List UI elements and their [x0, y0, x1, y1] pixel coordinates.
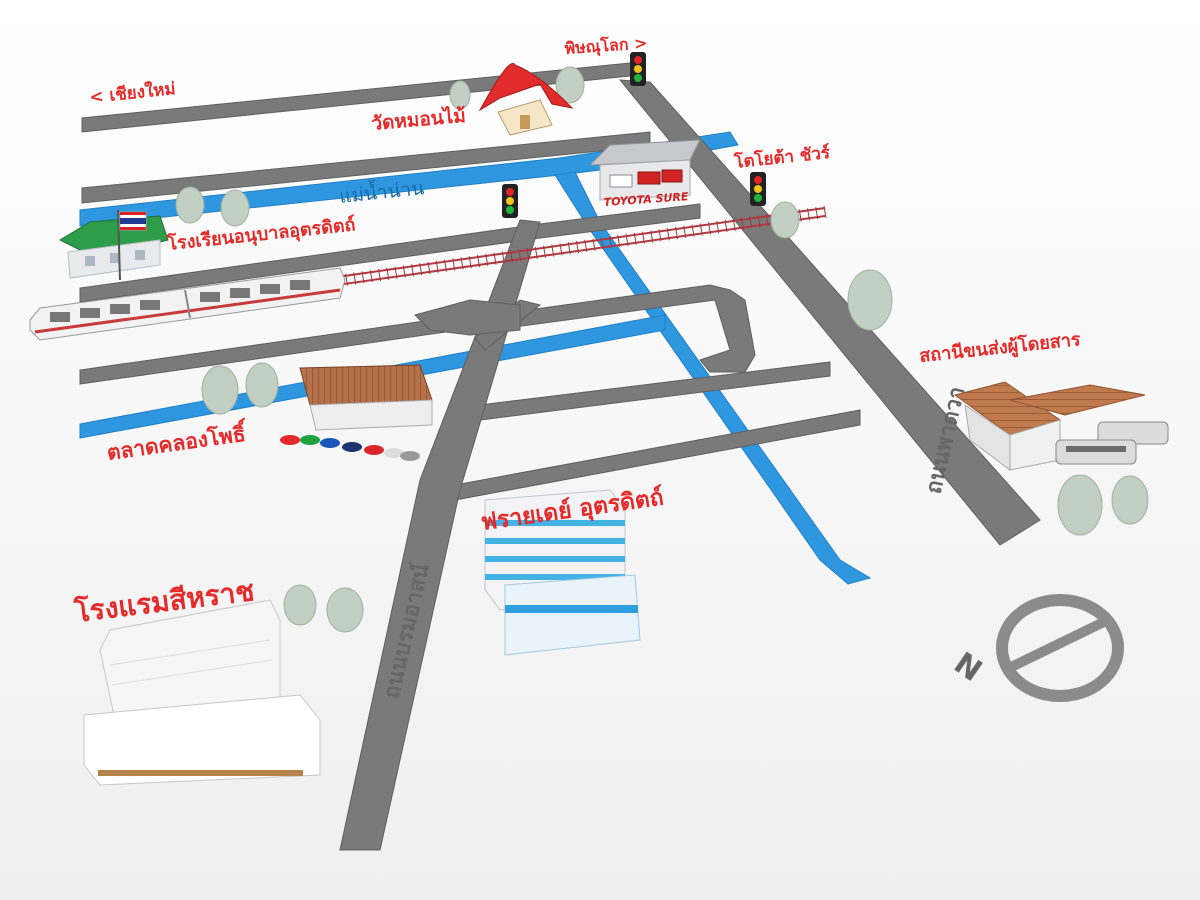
- road-borom: [339, 219, 541, 851]
- market-building: [280, 364, 433, 461]
- rail-tie: [823, 205, 827, 219]
- rail-tie: [807, 208, 810, 221]
- umbrella-icon: [400, 451, 420, 461]
- rail-tie: [798, 209, 802, 222]
- bus-icon: [1055, 421, 1169, 465]
- rail-tie: [402, 265, 406, 278]
- rail-tie: [658, 229, 662, 242]
- railway: [329, 207, 826, 287]
- rail-tie: [452, 258, 456, 271]
- traffic-light-icon: [502, 184, 518, 218]
- rail-line-b: [329, 215, 826, 287]
- umbrella-icon: [320, 438, 340, 448]
- rail-tie: [732, 218, 736, 231]
- road-third: [79, 203, 701, 303]
- rail-tie: [617, 235, 621, 248]
- tree-icon: [770, 201, 800, 239]
- rail-tie: [666, 228, 670, 241]
- rail-tie: [724, 219, 728, 233]
- rail-tie: [815, 207, 819, 220]
- rail-tie: [353, 272, 357, 285]
- rail-line-a: [329, 207, 826, 279]
- bus-station: [953, 381, 1169, 471]
- rail-tie: [369, 270, 373, 283]
- rail-tie: [394, 266, 398, 279]
- traffic-lights: [502, 52, 766, 218]
- traffic-light-icon: [630, 52, 646, 86]
- rail-tie: [468, 256, 472, 269]
- hotel-building: [83, 599, 321, 786]
- tree-icon: [175, 186, 250, 227]
- rail-tie: [460, 257, 464, 270]
- rail-tie: [699, 223, 703, 236]
- compass-icon: [996, 594, 1124, 702]
- rail-tie: [534, 246, 538, 259]
- rail-tie: [419, 263, 423, 276]
- rail-tie: [435, 260, 439, 273]
- rail-tie: [444, 259, 447, 272]
- rail-tie: [741, 217, 744, 230]
- rail-tie: [749, 216, 753, 229]
- rail-tie: [378, 268, 381, 282]
- rail-tie: [485, 253, 489, 266]
- rail-tie: [559, 243, 563, 256]
- tree-icon: [283, 584, 364, 633]
- rail-tie: [600, 237, 604, 250]
- tree-icon: [201, 362, 279, 415]
- train-icon: [29, 267, 346, 341]
- road-roundabout: [414, 299, 521, 336]
- rail-tie: [543, 245, 546, 258]
- rail-tie: [510, 250, 513, 263]
- tree-icon: [847, 269, 893, 331]
- rail-tie: [650, 230, 654, 243]
- rail-tie: [633, 232, 637, 245]
- rail-tie: [518, 249, 522, 262]
- rail-tie: [691, 224, 695, 237]
- trees: [175, 66, 1149, 633]
- label-toyota-sign: TOYOTA SURE: [603, 190, 689, 209]
- school-building: [58, 209, 169, 281]
- rail-tie: [584, 239, 588, 252]
- market-umbrellas: [280, 435, 420, 461]
- rail-tie: [526, 247, 530, 261]
- rail-tie: [411, 264, 414, 277]
- rail-tie: [757, 215, 761, 228]
- rail-tie: [625, 233, 629, 247]
- rail-tie: [361, 271, 365, 284]
- road-loop: [469, 284, 756, 373]
- rail-tie: [567, 242, 571, 255]
- flag-icon: [117, 209, 147, 281]
- traffic-light-icon: [750, 172, 766, 206]
- rail-tie: [551, 244, 555, 257]
- umbrella-icon: [342, 442, 362, 452]
- temple-icon: [478, 63, 574, 136]
- rail-tie: [683, 225, 687, 238]
- friday-building: [484, 489, 641, 656]
- rail-tie: [716, 221, 720, 234]
- river-canal-diagonal: [554, 171, 872, 585]
- rail-tie: [477, 254, 480, 268]
- rail-tie: [501, 251, 505, 264]
- umbrella-icon: [364, 445, 384, 455]
- toyota-showroom: [588, 139, 701, 201]
- rail-tie: [642, 231, 645, 244]
- rail-ties: [328, 205, 827, 289]
- tree-icon: [449, 66, 585, 110]
- umbrella-icon: [300, 435, 320, 445]
- rail-tie: [345, 273, 348, 286]
- rail-tie: [675, 226, 678, 240]
- rail-tie: [427, 261, 431, 275]
- rail-tie: [708, 222, 711, 235]
- rail-tie: [386, 267, 390, 280]
- umbrella-icon: [280, 435, 300, 445]
- rail-tie: [765, 214, 769, 227]
- tree-icon: [1057, 474, 1149, 536]
- rail-tie: [592, 238, 596, 251]
- umbrella-icon: [384, 448, 404, 458]
- rail-tie: [493, 252, 497, 265]
- rail-tie: [609, 236, 612, 249]
- rail-tie: [576, 240, 579, 254]
